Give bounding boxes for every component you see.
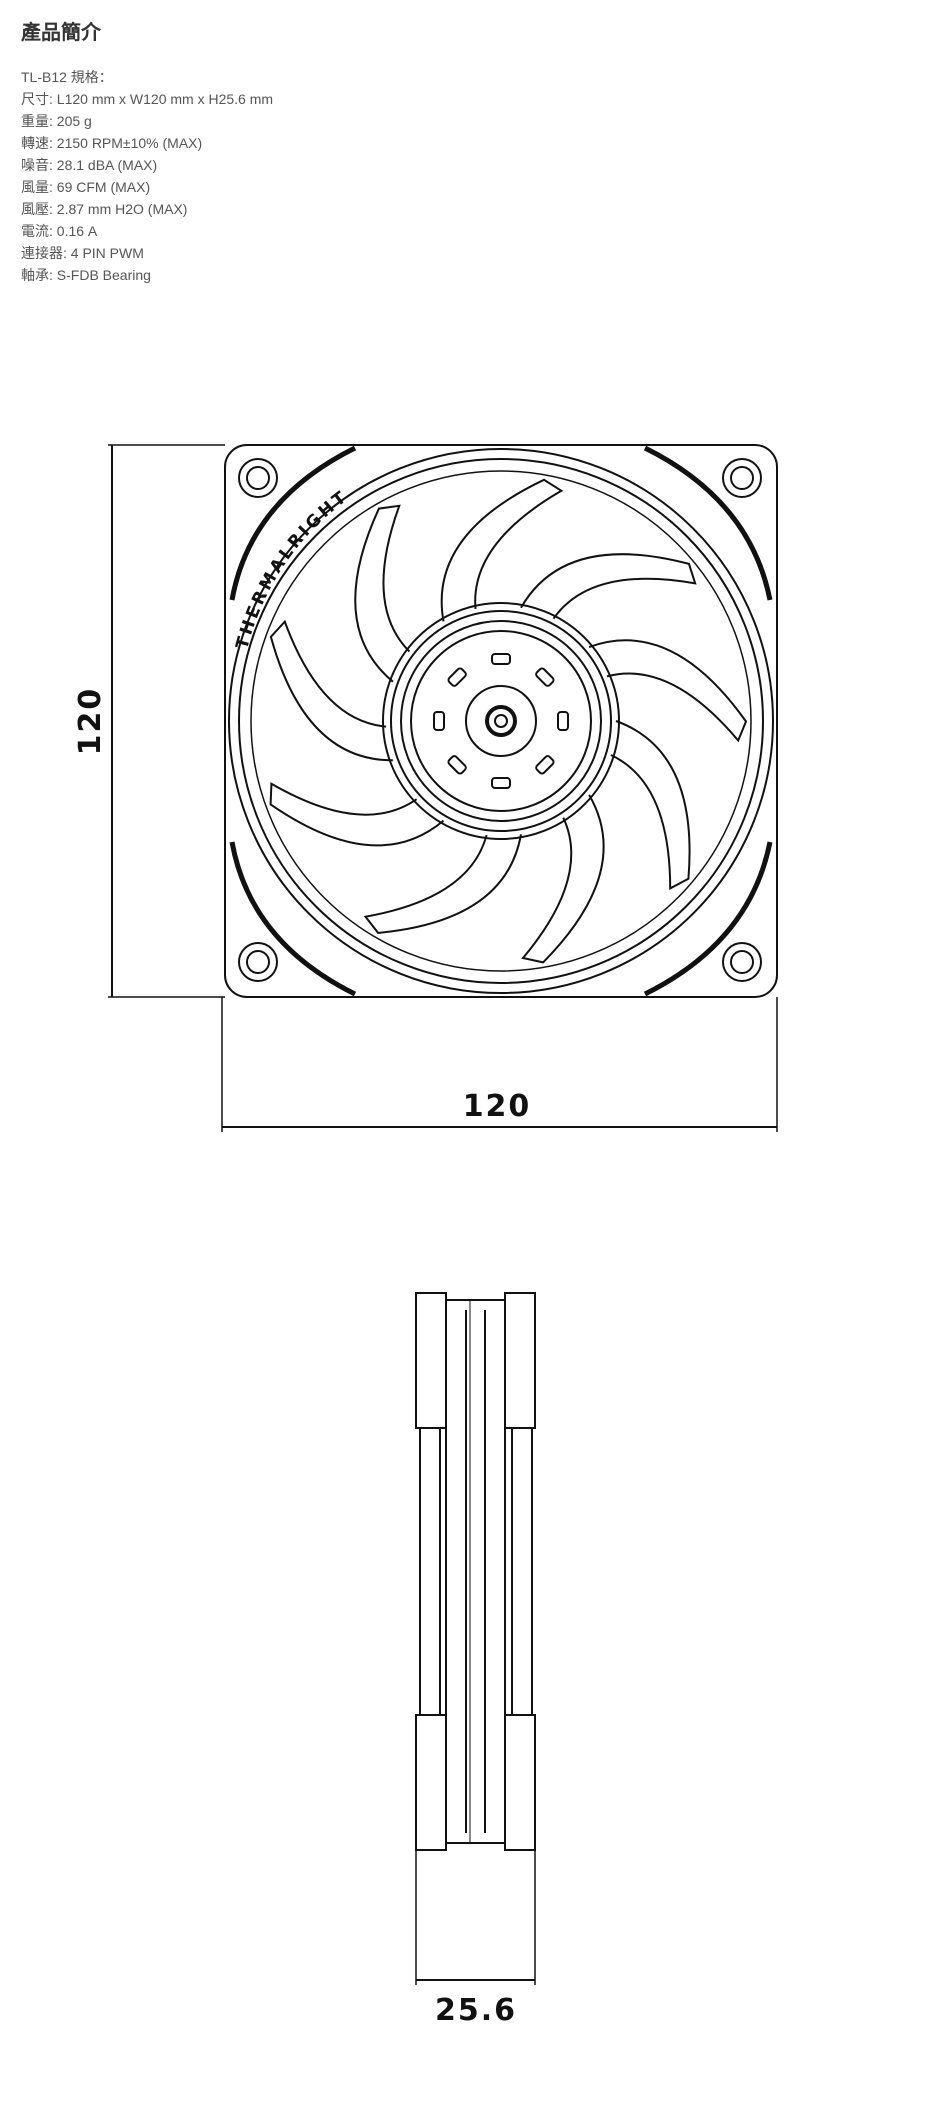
fan-blade [269, 619, 393, 762]
fan-frame [224, 444, 778, 998]
spec-line: 電流: 0.16 A [21, 223, 98, 239]
frame-ring-outer [228, 448, 774, 994]
hub-slot [557, 711, 569, 731]
spec-list: TL-B12 規格： 尺寸: L120 mm x W120 mm x H25.6… [21, 66, 273, 286]
fan-blade [610, 720, 691, 891]
fan-blade [440, 478, 564, 622]
page-title: 產品簡介 [21, 22, 101, 44]
hub-slot [491, 653, 511, 665]
fan-blade [588, 639, 748, 743]
width-label: 120 [463, 1089, 532, 1124]
fan-blade [269, 782, 445, 847]
hub-slot [447, 667, 467, 687]
spec-line: 風壓: 2.87 mm H2O (MAX) [21, 201, 188, 217]
width-dimension: 120 [221, 997, 778, 1132]
spec-line: 軸承: S-FDB Bearing [21, 267, 151, 283]
height-dimension: 120 [73, 444, 225, 998]
spec-line: 風量: 69 CFM (MAX) [21, 179, 151, 195]
fan-blade [354, 504, 411, 683]
hub-center [465, 685, 537, 757]
spec-line: 重量: 205 g [21, 113, 92, 129]
fan-blades [269, 478, 748, 964]
hub-slot [491, 777, 511, 789]
thickness-label: 25.6 [435, 1993, 517, 2028]
hub-slot [535, 755, 555, 775]
spec-heading: TL-B12 規格： [21, 69, 113, 85]
mounting-holes [238, 458, 762, 982]
height-label: 120 [73, 687, 108, 756]
frame-ring-inner [238, 458, 764, 984]
spec-line: 噪音: 28.1 dBA (MAX) [21, 157, 158, 173]
fan-blade [363, 834, 522, 934]
hub-slot [535, 667, 555, 687]
hub-outer [382, 602, 620, 840]
spec-line: 轉速: 2150 RPM±10% (MAX) [21, 135, 203, 151]
hub-slot [433, 711, 445, 731]
spec-line: 連接器: 4 PIN PWM [21, 245, 144, 261]
brand-logo-text: THERMALRIGHT [232, 486, 352, 651]
blade-tip-ring [250, 470, 752, 972]
hub-slots [433, 653, 569, 789]
fan-blade [520, 553, 697, 620]
fan-front-view: THERMALRIGHT [224, 444, 778, 998]
hub-slot [447, 755, 467, 775]
fan-side-view: 25.6 [415, 1292, 536, 2028]
spec-line: 尺寸: L120 mm x W120 mm x H25.6 mm [21, 91, 274, 107]
fan-blade [521, 794, 605, 964]
